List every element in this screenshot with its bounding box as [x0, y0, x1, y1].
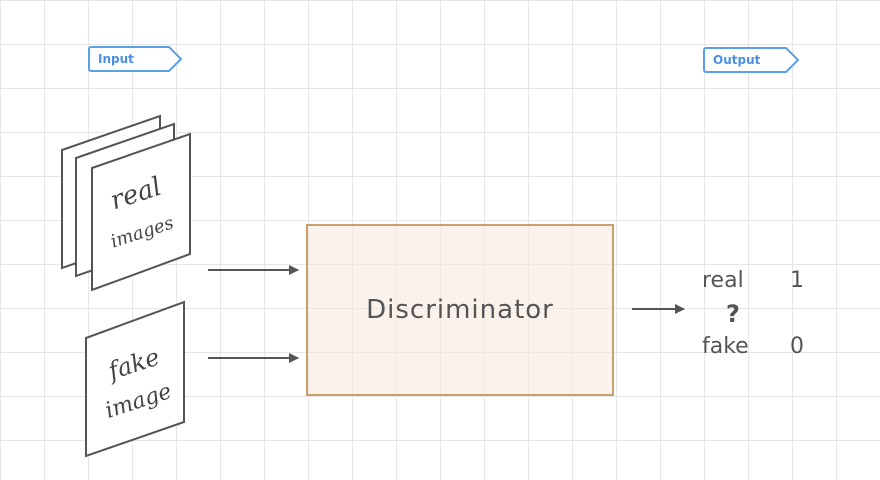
output-real-label: real: [702, 268, 744, 293]
input-tag: Input: [88, 46, 182, 72]
output-tag-label: Output: [713, 53, 761, 67]
output-fake-value: 0: [790, 334, 804, 359]
fake-image-frame: [85, 300, 185, 458]
output-fake-label: fake: [702, 334, 749, 359]
fake-image-sheet: fake image: [85, 300, 185, 458]
input-tag-label: Input: [98, 52, 134, 66]
discriminator-label: Discriminator: [366, 295, 554, 325]
output-real-value: 1: [790, 268, 804, 293]
output-question-mark: ?: [726, 300, 740, 328]
real-images-stack: real images: [61, 114, 191, 292]
tag-arrow-icon: [168, 46, 182, 72]
discriminator-box: Discriminator: [306, 224, 614, 396]
image-sheet-front: [91, 132, 191, 292]
tag-arrow-icon: [785, 47, 799, 73]
output-tag: Output: [703, 47, 799, 73]
